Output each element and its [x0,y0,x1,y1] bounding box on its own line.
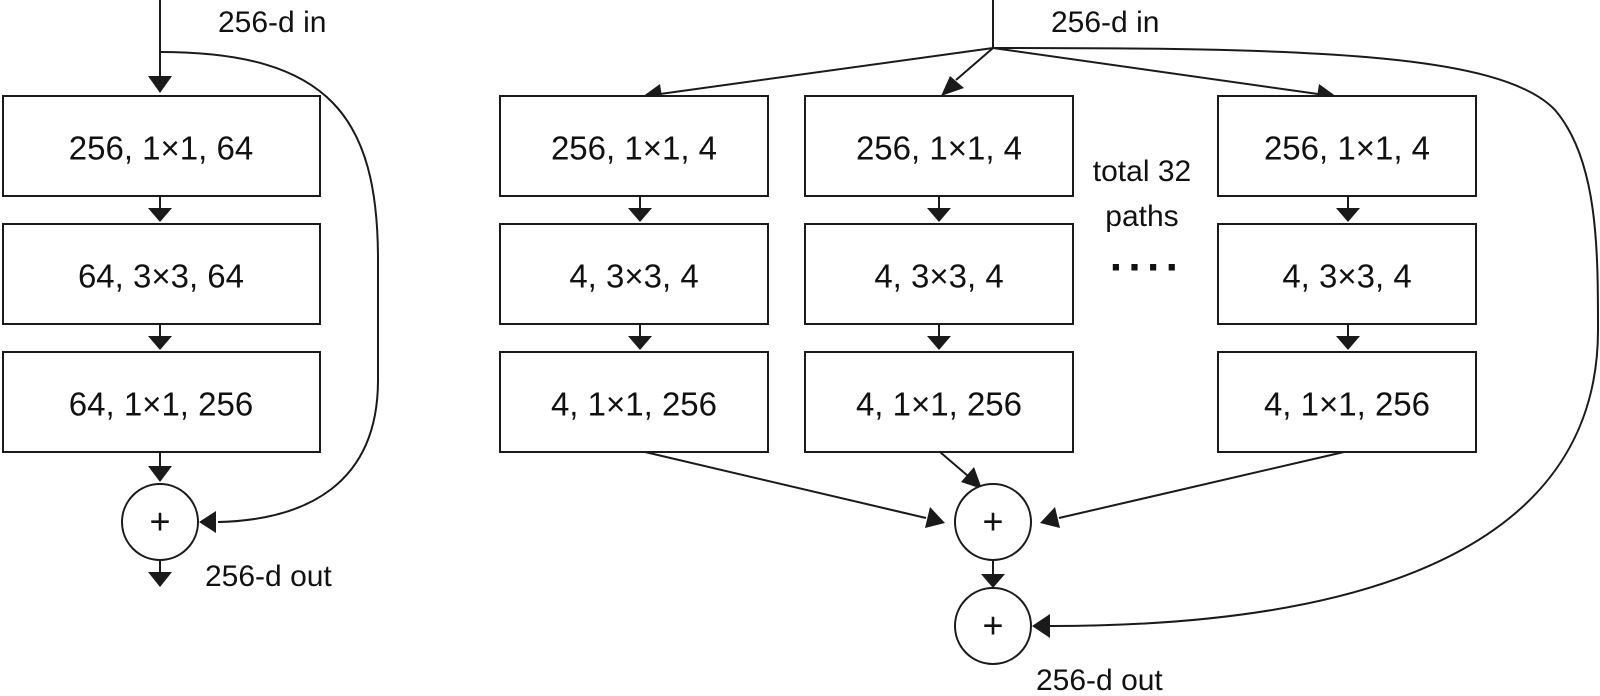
aggregate-arrowhead-2 [961,467,982,489]
path-column-1: 256, 1×1, 4 4, 3×3, 4 4, 1×1, 256 [499,95,769,453]
paths-ellipsis: ···· [1110,243,1185,292]
path3-layer-label-2: 4, 3×3, 4 [1282,258,1411,295]
left-arrow-1-2 [148,208,172,222]
right-shortcut-arrowhead [1032,614,1050,638]
path3-layer-label-3: 4, 1×1, 256 [1264,386,1430,423]
left-shortcut-arrowhead [199,511,216,533]
left-output-arrow [148,572,172,587]
left-arrow-2-3 [148,336,172,350]
left-layer-label-1: 256, 1×1, 64 [69,130,253,167]
path3-layer-box-2 [1217,223,1477,325]
path1-layer-label-2: 4, 3×3, 4 [569,258,698,295]
path1-layer-box-1 [499,95,769,197]
path-column-3: 256, 1×1, 4 4, 3×3, 4 4, 1×1, 256 [1217,95,1477,453]
path2-layer-label-3: 4, 1×1, 256 [856,386,1022,423]
paths-note-line-1: total 32 [1093,155,1191,188]
right-sum-to-residual-arrow [981,574,1005,588]
fanout-arrowhead-2 [941,76,964,96]
right-output-label: 256-d out [1036,664,1163,696]
left-output-label: 256-d out [205,560,332,593]
path2-layer-label-1: 256, 1×1, 4 [856,130,1022,167]
left-layer-box-3 [2,351,321,453]
left-resnet-block: 256-d in 256, 1×1, 64 64, 3×3, 64 64, 1×… [2,0,379,593]
path3-layer-label-1: 256, 1×1, 4 [1264,130,1430,167]
left-input-label: 256-d in [218,6,326,39]
left-layer-label-3: 64, 1×1, 256 [69,386,253,423]
path2-layer-box-3 [804,351,1074,453]
path-column-2: 256, 1×1, 4 4, 3×3, 4 4, 1×1, 256 [804,95,1074,453]
right-input-label: 256-d in [1051,6,1159,39]
right-residual-sum-node [954,587,1032,665]
aggregate-arrowhead-3 [1040,507,1060,528]
right-aggregate-sum-symbol: + [982,501,1003,542]
left-layer-box-1 [2,95,321,197]
right-shortcut-path [992,47,1600,627]
paths-note-line-2: paths [1105,200,1178,233]
path1-layer-label-1: 256, 1×1, 4 [551,130,717,167]
path2-layer-label-2: 4, 3×3, 4 [874,258,1003,295]
left-shortcut-path [159,51,379,523]
path1-layer-label-3: 4, 1×1, 256 [551,386,717,423]
path1-layer-box-3 [499,351,769,453]
left-arrow-3-sum [148,466,172,482]
left-sum-symbol: + [149,501,170,542]
aggregate-arrowhead-1 [925,507,945,528]
path3-layer-box-3 [1217,351,1477,453]
path1-layer-box-2 [499,223,769,325]
right-residual-sum-symbol: + [982,605,1003,646]
path2-layer-box-1 [804,95,1074,197]
left-layer-box-2 [2,223,321,325]
right-resnext-block: 256-d in 256, 1×1, 4 4, 3×3, 4 4, 1×1, 2… [499,0,1600,696]
left-layer-label-2: 64, 3×3, 64 [78,258,244,295]
